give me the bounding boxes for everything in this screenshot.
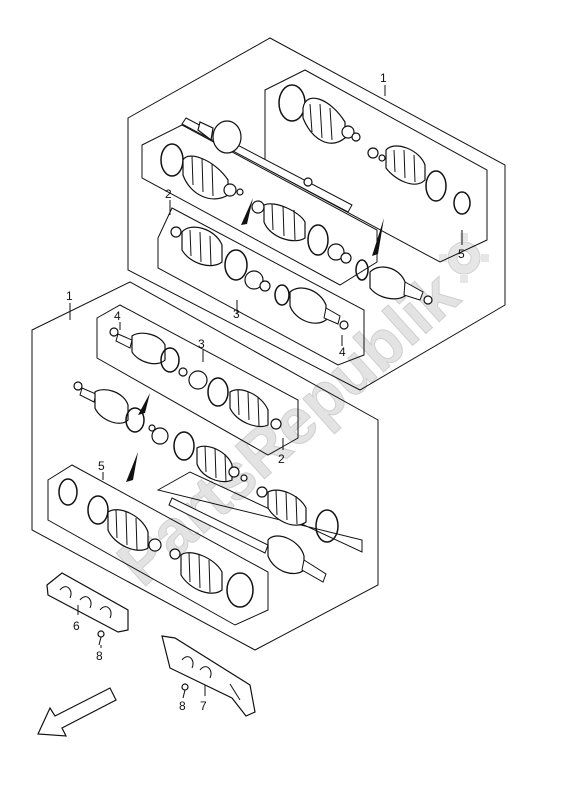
upper-shaft bbox=[181, 117, 353, 213]
lower-boot-parts bbox=[73, 381, 248, 483]
lower-inner-parts bbox=[109, 327, 282, 430]
upper-assembly-frame bbox=[127, 37, 506, 391]
label-upper-outer-kit: 5 bbox=[458, 247, 465, 261]
upper-outer-boot-parts bbox=[278, 84, 471, 215]
bolt-left-icon bbox=[97, 630, 105, 646]
upper-inner-joint bbox=[369, 266, 433, 305]
cover-left bbox=[46, 572, 129, 633]
label-lower-assembly: 1 bbox=[66, 289, 73, 303]
label-lower-outer-kit: 5 bbox=[98, 459, 105, 473]
label-upper-boot-kit: 3 bbox=[233, 307, 240, 321]
label-upper-clip-kit: 4 bbox=[339, 345, 346, 359]
label-lower-inner-kit: 2 bbox=[278, 452, 285, 466]
lower-outer-parts bbox=[58, 478, 339, 608]
front-arrow-icon bbox=[37, 687, 117, 737]
gear-watermark-icon bbox=[439, 233, 489, 283]
bolt-right-icon bbox=[181, 683, 189, 699]
lower-shaft bbox=[168, 497, 327, 583]
upper-inner-boot-parts bbox=[160, 143, 384, 281]
label-upper-assembly: 1 bbox=[380, 71, 387, 85]
label-upper-inner-kit: 2 bbox=[165, 187, 172, 201]
label-cover-left: 6 bbox=[73, 619, 80, 633]
label-bolt-left: 8 bbox=[96, 649, 103, 663]
label-bolt-right: 8 bbox=[179, 699, 186, 713]
label-lower-boot-kit: 3 bbox=[198, 337, 205, 351]
upper-leaders bbox=[169, 85, 463, 346]
label-cover-right: 7 bbox=[200, 699, 207, 713]
cover-right bbox=[161, 635, 256, 717]
lower-assembly-frame bbox=[31, 281, 379, 651]
upper-clip-parts bbox=[170, 226, 349, 330]
lower-leaders bbox=[69, 303, 284, 696]
label-lower-clip-kit: 4 bbox=[114, 309, 121, 323]
